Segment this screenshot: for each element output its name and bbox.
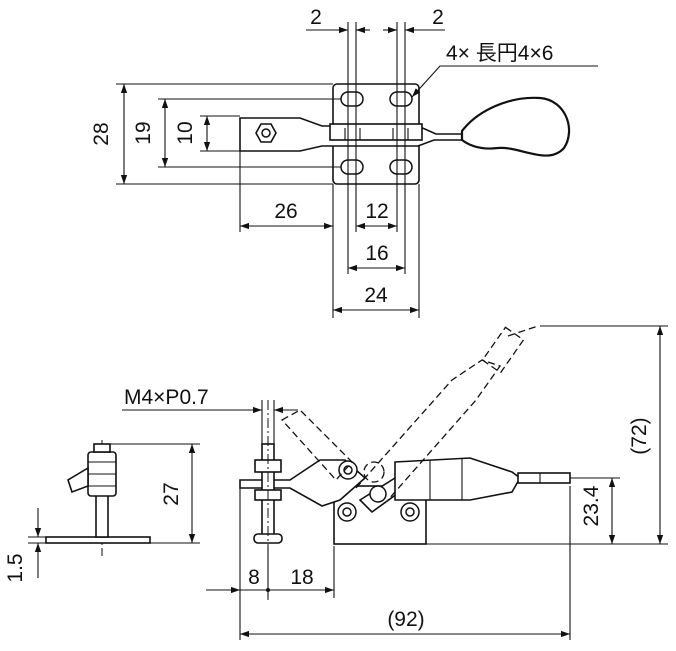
front-handle-rod [517, 472, 571, 484]
handle-grip [460, 96, 570, 157]
thread-callout: M4×P0.7 [124, 386, 209, 409]
dim-height-10: 10 [174, 121, 197, 144]
slot-callout: 4× 長円4×6 [446, 42, 553, 65]
end-view: 27 1.5 [4, 440, 200, 583]
front-arm-open-position [280, 409, 353, 481]
dim-height-72: (72) [628, 417, 651, 454]
slot-bottom-left [340, 159, 364, 175]
end-view-lever [67, 466, 89, 494]
dim-height-27: 27 [160, 482, 183, 505]
dim-gap-right: 2 [432, 6, 444, 29]
dim-height-19: 19 [132, 121, 155, 144]
dim-width-12: 12 [365, 200, 388, 223]
dim-length-92: (92) [387, 608, 424, 631]
slot-top-left [340, 91, 364, 107]
dim-width-16: 16 [365, 242, 388, 265]
dim-length-26: 26 [274, 200, 297, 223]
front-view: M4×P0.7 8 18 (92) 23.4 (72) [122, 325, 668, 640]
end-view-base [45, 536, 151, 544]
end-view-bolt [93, 443, 111, 453]
slot-top-right [389, 91, 413, 107]
top-view: 2 2 4× 長円4×6 28 19 10 26 12 16 24 [90, 6, 598, 318]
dim-width-24: 24 [364, 284, 388, 307]
dim-thickness-1-5: 1.5 [4, 553, 27, 582]
front-link-pin [369, 485, 387, 503]
dim-offset-8: 8 [248, 566, 260, 589]
pivot-block [329, 123, 423, 141]
end-view-spindle [95, 494, 109, 538]
bolt-head [261, 128, 271, 138]
dim-offset-18: 18 [290, 566, 313, 589]
front-handle-open-position [355, 359, 502, 501]
dim-gap-left: 2 [310, 6, 322, 29]
front-handle-closed [394, 457, 522, 501]
dim-height-23-4: 23.4 [580, 485, 603, 526]
slot-bottom-right [389, 159, 413, 175]
dim-height-28: 28 [90, 122, 113, 145]
